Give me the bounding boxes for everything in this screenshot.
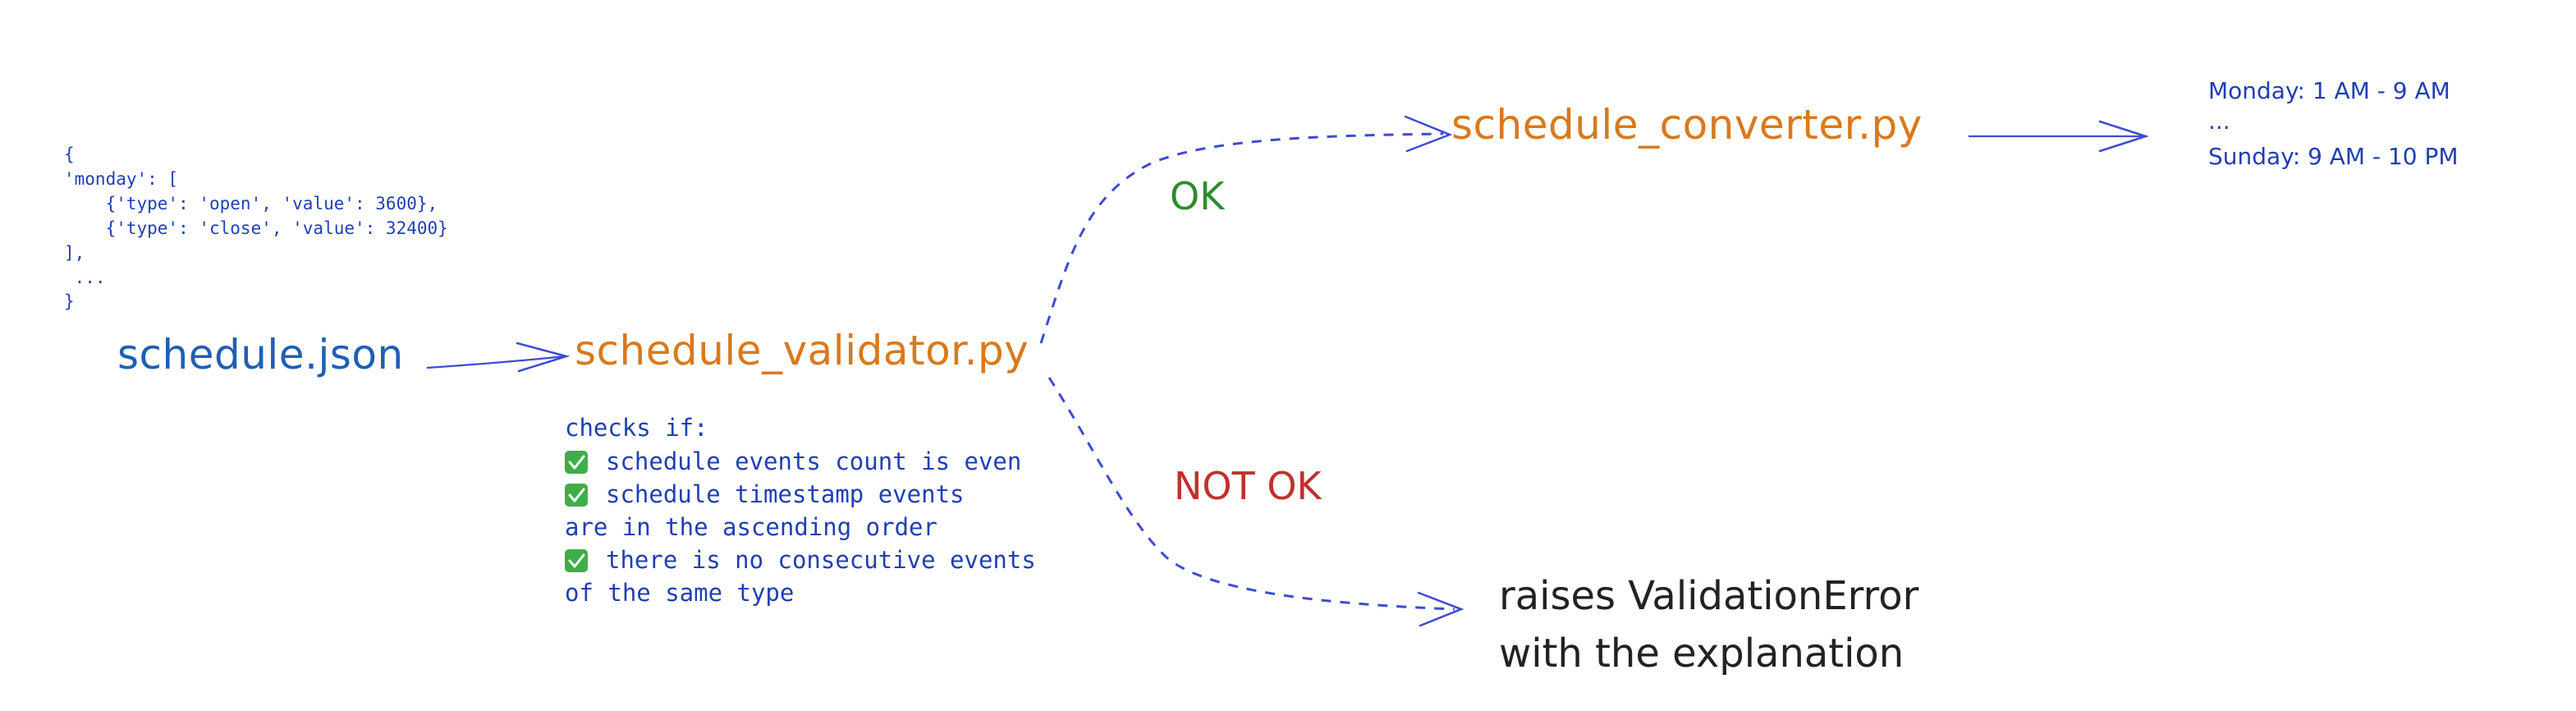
output-line: Monday: 1 AM - 9 AM (2208, 77, 2450, 104)
json-line: { (64, 144, 75, 164)
json-line: ... (64, 268, 106, 287)
error-line: raises ValidationError (1499, 573, 1919, 619)
output-line: Sunday: 9 AM - 10 PM (2208, 143, 2459, 170)
schedule-validator-label: schedule_validator.py (575, 327, 1029, 374)
schedule-converter-label: schedule_converter.py (1451, 101, 1923, 149)
check-mark-button-icon (565, 484, 588, 507)
schedule-json-label: schedule.json (117, 331, 404, 378)
check-item: there is no consecutive events (606, 546, 1036, 574)
check-item-continuation: of the same type (565, 579, 794, 607)
ok-branch-arrow (1039, 115, 1453, 344)
input-to-validator-arrow (426, 342, 571, 373)
converter-to-output-arrow (1969, 120, 2150, 153)
json-line: {'type': 'open', 'value': 3600}, (64, 194, 438, 213)
error-line: with the explanation (1499, 631, 1904, 677)
not-ok-label: NOT OK (1174, 464, 1323, 508)
json-line: ], (64, 243, 85, 263)
json-snippet: { 'monday': [ {'type': 'open', 'value': … (64, 144, 448, 311)
output-line: ... (2208, 108, 2230, 135)
check-item: schedule timestamp events (606, 480, 965, 508)
converter-output: Monday: 1 AM - 9 AM ... Sunday: 9 AM - 1… (2208, 77, 2459, 170)
validation-checks: checks if: schedule events count is even… (565, 414, 1036, 607)
json-line: } (64, 291, 75, 311)
not-ok-branch-arrow (1047, 377, 1464, 627)
check-mark-button-icon (565, 549, 588, 572)
json-line: 'monday': [ (64, 169, 178, 189)
ok-label: OK (1170, 174, 1226, 218)
json-line: {'type': 'close', 'value': 32400} (64, 218, 448, 238)
error-result: raises ValidationError with the explanat… (1499, 573, 1919, 677)
check-mark-button-icon (565, 451, 588, 474)
check-item-continuation: are in the ascending order (565, 513, 937, 541)
check-item: schedule events count is even (606, 447, 1021, 475)
checks-heading: checks if: (565, 414, 708, 442)
